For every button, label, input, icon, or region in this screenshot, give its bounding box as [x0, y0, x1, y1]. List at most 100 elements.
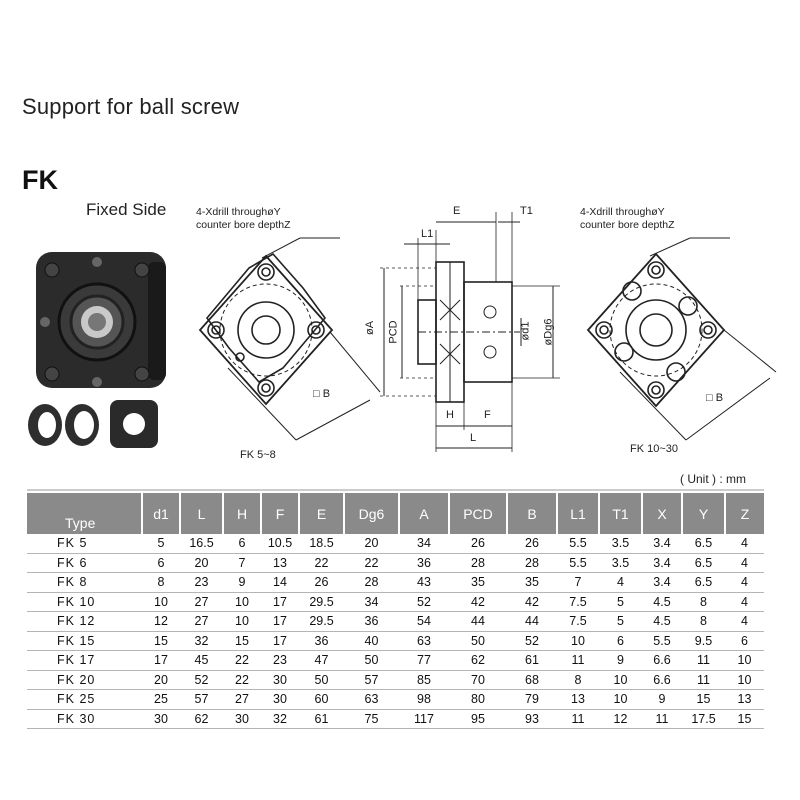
- column-header: Dg6: [344, 493, 400, 534]
- value-cell: 10: [557, 631, 599, 651]
- type-cell: FK 12: [27, 611, 142, 632]
- value-cell: 61: [299, 709, 344, 729]
- subtitle: Fixed Side: [86, 200, 167, 219]
- value-cell: 54: [399, 611, 449, 632]
- value-cell: 57: [180, 689, 223, 710]
- value-cell: 10: [725, 670, 764, 690]
- value-cell: 20: [142, 670, 180, 690]
- value-cell: 17: [261, 611, 299, 632]
- value-cell: 36: [299, 631, 344, 651]
- value-cell: 22: [299, 553, 344, 573]
- value-cell: 17: [142, 650, 180, 671]
- column-header: PCD: [449, 493, 508, 534]
- value-cell: 4.5: [642, 592, 682, 612]
- value-cell: 17: [261, 592, 299, 612]
- type-cell: FK 15: [27, 631, 142, 651]
- dim-d1: ød1: [519, 321, 532, 341]
- value-cell: 95: [449, 709, 507, 729]
- value-cell: 20: [344, 534, 399, 554]
- value-cell: 11: [682, 650, 725, 671]
- value-cell: 5.5: [557, 553, 599, 573]
- value-cell: 3.4: [642, 534, 682, 554]
- value-cell: 70: [449, 670, 507, 690]
- value-cell: 85: [399, 670, 449, 690]
- value-cell: 42: [507, 592, 557, 612]
- dim-B-left: □ B: [313, 388, 331, 400]
- value-cell: 5: [599, 592, 642, 612]
- dim-T1: T1: [520, 205, 533, 217]
- dim-L1: L1: [421, 228, 434, 240]
- column-header: Y: [682, 493, 726, 534]
- value-cell: 17: [261, 631, 299, 651]
- value-cell: 63: [344, 689, 399, 710]
- front-view-small: [198, 237, 381, 441]
- value-cell: 98: [399, 689, 449, 710]
- value-cell: 36: [399, 553, 449, 573]
- value-cell: 12: [599, 709, 642, 729]
- value-cell: 52: [507, 631, 557, 651]
- value-cell: 26: [449, 534, 507, 554]
- value-cell: 10: [599, 689, 642, 710]
- value-cell: 7: [557, 572, 599, 593]
- value-cell: 13: [557, 689, 599, 710]
- value-cell: 4: [725, 611, 764, 632]
- value-cell: 80: [449, 689, 507, 710]
- column-header: E: [299, 493, 345, 534]
- type-cell: FK 17: [27, 650, 142, 671]
- type-cell: FK 8: [27, 572, 142, 593]
- value-cell: 22: [223, 670, 261, 690]
- value-cell: 45: [180, 650, 223, 671]
- value-cell: 4: [725, 592, 764, 612]
- value-cell: 93: [507, 709, 557, 729]
- value-cell: 40: [344, 631, 399, 651]
- value-cell: 3.4: [642, 553, 682, 573]
- column-header: F: [261, 493, 300, 534]
- dim-H: H: [446, 409, 454, 421]
- unit-label: ( Unit ) : mm: [680, 472, 746, 486]
- value-cell: 9.5: [682, 631, 725, 651]
- type-cell: FK 30: [27, 709, 142, 729]
- value-cell: 10: [725, 650, 764, 671]
- value-cell: 11: [557, 650, 599, 671]
- dim-PCD: PCD: [387, 320, 400, 344]
- value-cell: 10: [599, 670, 642, 690]
- column-header: H: [223, 493, 262, 534]
- value-cell: 62: [449, 650, 507, 671]
- dim-A: øA: [364, 320, 377, 336]
- value-cell: 18.5: [299, 534, 344, 554]
- column-header: L1: [557, 493, 600, 534]
- drill-note-right: 4-Xdrill throughøY counter bore depthZ: [580, 206, 675, 231]
- type-cell: FK 10: [27, 592, 142, 612]
- value-cell: 9: [599, 650, 642, 671]
- value-cell: 5.5: [642, 631, 682, 651]
- value-cell: 75: [344, 709, 399, 729]
- value-cell: 35: [507, 572, 557, 593]
- dim-Dg6: øDg6: [542, 318, 555, 346]
- value-cell: 23: [261, 650, 299, 671]
- value-cell: 16.5: [180, 534, 223, 554]
- value-cell: 28: [344, 572, 399, 593]
- value-cell: 77: [399, 650, 449, 671]
- value-cell: 6.5: [682, 553, 725, 573]
- value-cell: 29.5: [299, 592, 344, 612]
- column-header: A: [399, 493, 450, 534]
- value-cell: 15: [725, 709, 764, 729]
- type-cell: FK 5: [27, 534, 142, 554]
- value-cell: 3.4: [642, 572, 682, 593]
- value-cell: 5: [599, 611, 642, 632]
- column-header: B: [507, 493, 558, 534]
- value-cell: 15: [682, 689, 725, 710]
- value-cell: 79: [507, 689, 557, 710]
- value-cell: 10: [142, 592, 180, 612]
- dim-F: F: [484, 409, 491, 421]
- value-cell: 8: [682, 592, 725, 612]
- value-cell: 50: [299, 670, 344, 690]
- value-cell: 26: [299, 572, 344, 593]
- column-header: T1: [599, 493, 643, 534]
- value-cell: 60: [299, 689, 344, 710]
- value-cell: 23: [180, 572, 223, 593]
